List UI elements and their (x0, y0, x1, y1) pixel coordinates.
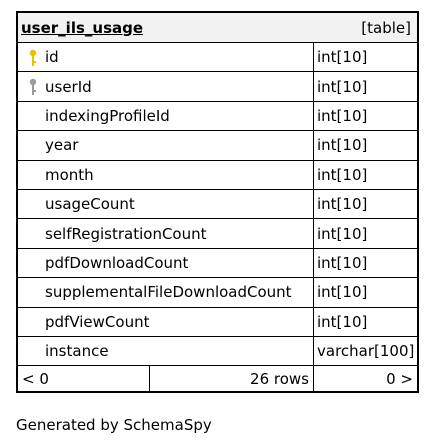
column-name[interactable]: supplementalFileDownloadCount (45, 283, 292, 302)
column-type: int[10] (317, 253, 368, 272)
column-name-cell: userId (18, 72, 314, 101)
generator-credit: Generated by SchemaSpy (16, 416, 212, 434)
parents-count: < 0 (18, 366, 150, 392)
column-name-cell: month (18, 160, 314, 189)
column-name-cell: pdfDownloadCount (18, 248, 314, 278)
column-name-cell: indexingProfileId (18, 101, 314, 131)
column-row: selfRegistrationCount int[10] (18, 219, 417, 249)
children-count: 0 > (386, 369, 413, 388)
column-row: userId int[10] (18, 72, 417, 102)
column-name-cell: year (18, 131, 314, 160)
column-name[interactable]: id (45, 48, 59, 67)
column-row: indexingProfileId int[10] (18, 101, 417, 132)
column-name-cell: id (18, 43, 314, 72)
column-type: int[10] (317, 195, 368, 214)
column-name[interactable]: userId (45, 77, 92, 96)
table-name[interactable]: user_ils_usage (21, 18, 144, 37)
column-type: int[10] (317, 165, 368, 184)
column-name-cell: usageCount (18, 189, 314, 219)
primary-key-icon (29, 49, 37, 66)
column-name-cell: pdfViewCount (18, 307, 314, 336)
column-row: pdfViewCount int[10] (18, 307, 417, 337)
column-type: int[10] (317, 48, 368, 67)
column-name-cell: supplementalFileDownloadCount (18, 278, 314, 307)
column-name[interactable]: instance (45, 342, 109, 361)
column-name[interactable]: usageCount (45, 195, 135, 214)
column-type: int[10] (317, 283, 368, 302)
column-row: usageCount int[10] (18, 189, 417, 220)
column-row: instance varchar[100] (18, 336, 417, 367)
column-type: int[10] (317, 224, 368, 243)
foreign-key-icon (29, 79, 37, 96)
column-name-cell: selfRegistrationCount (18, 219, 314, 248)
column-row: supplementalFileDownloadCount int[10] (18, 278, 417, 308)
column-name[interactable]: year (45, 136, 79, 155)
column-row: id int[10] (18, 43, 417, 73)
column-type: int[10] (317, 136, 368, 155)
column-type: int[10] (317, 106, 368, 125)
table-type-label: [table] (361, 18, 411, 37)
column-name[interactable]: month (45, 165, 94, 184)
column-row: month int[10] (18, 160, 417, 190)
column-type: int[10] (317, 77, 368, 96)
column-name[interactable]: indexingProfileId (45, 106, 170, 125)
column-type: varchar[100] (317, 342, 415, 361)
column-row: year int[10] (18, 131, 417, 161)
table-header: user_ils_usage [table] (18, 13, 417, 43)
column-name-cell: instance (18, 336, 314, 366)
table-entity: user_ils_usage [table] id int[10] userId in… (16, 11, 419, 394)
column-type: int[10] (317, 312, 368, 331)
column-name[interactable]: pdfViewCount (45, 312, 150, 331)
table-footer: < 0 26 rows 0 > (18, 366, 417, 392)
column-name[interactable]: pdfDownloadCount (45, 253, 189, 272)
column-row: pdfDownloadCount int[10] (18, 248, 417, 279)
column-name[interactable]: selfRegistrationCount (45, 224, 207, 243)
row-count: 26 rows (150, 366, 314, 392)
